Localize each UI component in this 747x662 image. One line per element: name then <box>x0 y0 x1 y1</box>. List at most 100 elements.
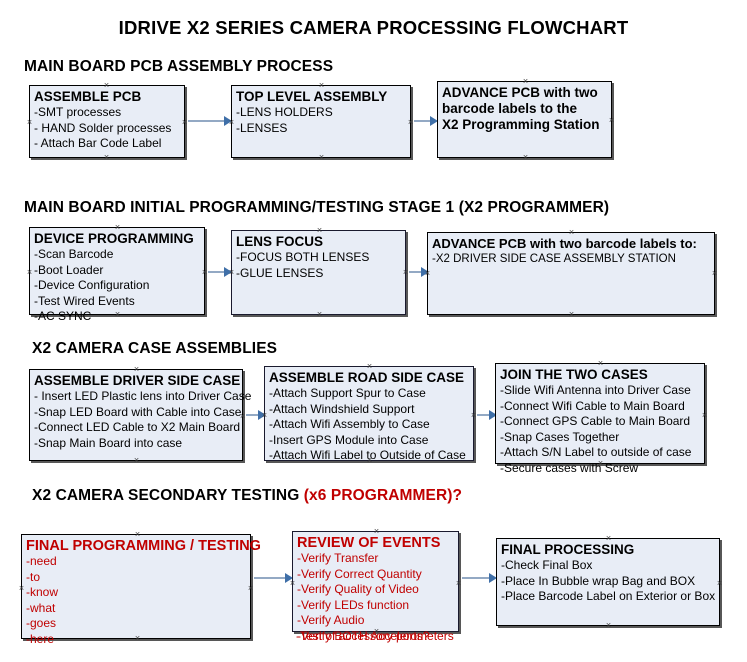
connector-line <box>462 577 495 579</box>
resize-handle-top[interactable] <box>316 227 323 234</box>
node-title: ADVANCE PCB with two <box>442 85 598 100</box>
node-title: JOIN THE TWO CASES <box>500 367 648 382</box>
node-line: -Attach Windshield Support <box>269 401 415 416</box>
node-line: -Verify LEDs function <box>297 597 410 612</box>
node-line: -GLUE LENSES <box>236 265 324 280</box>
node-line: -LENS HOLDERS <box>236 105 333 119</box>
node-line: -know <box>26 585 59 599</box>
resize-handle-left[interactable] <box>26 119 33 126</box>
resize-handle-top[interactable] <box>568 229 575 236</box>
node-assemble-pcb[interactable]: ASSEMBLE PCB -SMT processes - HAND Solde… <box>29 85 185 158</box>
resize-handle-bottom[interactable] <box>133 457 140 464</box>
node-advance-pcb-programming-station[interactable]: ADVANCE PCB with two barcode labels to t… <box>437 81 612 158</box>
resize-handle-left[interactable] <box>228 119 235 126</box>
resize-handle-top[interactable] <box>133 366 140 373</box>
node-line: -SMT processes <box>34 105 122 119</box>
connector-line <box>409 271 427 273</box>
node-line-overflow: -Test of accessory ports? <box>296 629 430 643</box>
resize-handle-right[interactable] <box>407 119 414 126</box>
section-heading-x2-camera-secondary-testing: X2 CAMERA SECONDARY TESTING (x6 PROGRAMM… <box>32 487 462 505</box>
resize-handle-left[interactable] <box>424 270 431 277</box>
node-join-the-two-cases[interactable]: JOIN THE TWO CASES -Slide Wifi Antenna i… <box>495 360 708 475</box>
resize-handle-right[interactable] <box>716 580 723 587</box>
node-title: FINAL PROCESSING <box>501 542 635 557</box>
connector-arrow-icon <box>489 410 497 420</box>
node-final-programming-testing[interactable]: FINAL PROGRAMMING / TESTING -need -to -k… <box>18 531 261 646</box>
node-title: ASSEMBLE DRIVER SIDE CASE <box>34 373 241 388</box>
resize-handle-top[interactable] <box>103 82 110 89</box>
resize-handle-right[interactable] <box>470 412 477 419</box>
resize-handle-left[interactable] <box>261 412 268 419</box>
node-line: -to <box>26 569 41 584</box>
resize-handle-right[interactable] <box>711 270 718 277</box>
node-line: -Verify Quality of Video <box>297 582 419 596</box>
resize-handle-bottom[interactable] <box>366 457 373 464</box>
resize-handle-bottom[interactable] <box>134 635 141 642</box>
connector-line <box>246 414 264 416</box>
resize-handle-bottom[interactable] <box>103 154 110 161</box>
resize-handle-right[interactable] <box>181 119 188 126</box>
node-review-of-events[interactable]: REVIEW OF EVENTS -Verify Transfer -Verif… <box>289 528 462 643</box>
node-title: ASSEMBLE PCB <box>34 89 142 104</box>
resize-handle-left[interactable] <box>289 580 296 587</box>
node-line: -Attach Wifi Assembly to Case <box>269 417 430 431</box>
node-line: -Connect LED Cable to X2 Main Board <box>34 420 241 434</box>
node-assemble-driver-side-case[interactable]: ASSEMBLE DRIVER SIDE CASE - Insert LED P… <box>29 366 251 464</box>
section-heading-accent: (x6 PROGRAMMER)? <box>303 487 463 504</box>
node-line: -Snap Main Board into case <box>34 435 183 450</box>
node-line: -Slide Wifi Antenna into Driver Case <box>500 383 691 397</box>
node-title: REVIEW OF EVENTS <box>297 535 441 551</box>
node-line: -Boot Loader <box>34 262 104 277</box>
node-line: -Test Wired Events <box>34 293 135 308</box>
resize-handle-right[interactable] <box>701 412 708 419</box>
node-title: LENS FOCUS <box>236 234 324 249</box>
resize-handle-bottom[interactable] <box>318 154 325 161</box>
resize-handle-top[interactable] <box>605 535 612 542</box>
resize-handle-top[interactable] <box>114 224 121 231</box>
node-top-level-assembly[interactable]: TOP LEVEL ASSEMBLY -LENS HOLDERS -LENSES <box>231 85 411 158</box>
node-title: ADVANCE PCB with two barcode labels to: <box>432 236 697 251</box>
resize-handle-bottom[interactable] <box>316 311 323 318</box>
node-line: -Scan Barcode <box>34 247 114 261</box>
connector-line <box>208 271 232 273</box>
resize-handle-bottom[interactable] <box>568 311 575 318</box>
node-line: - HAND Solder processes <box>34 120 172 135</box>
resize-handle-right[interactable] <box>247 585 254 592</box>
resize-handle-top[interactable] <box>134 531 141 538</box>
node-device-programming[interactable]: DEVICE PROGRAMMING -Scan Barcode -Boot L… <box>26 224 208 323</box>
node-line: -AC SYNC <box>34 309 92 323</box>
section-heading-x2-camera-case-assemblies: X2 CAMERA CASE ASSEMBLIES <box>32 340 278 357</box>
node-line: - Attach Bar Code Label <box>34 136 162 150</box>
resize-handle-top[interactable] <box>366 363 373 370</box>
resize-handle-bottom[interactable] <box>605 622 612 629</box>
node-line: -LENSES <box>236 120 288 135</box>
resize-handle-left[interactable] <box>228 269 235 276</box>
resize-handle-bottom[interactable] <box>522 154 529 161</box>
resize-handle-top[interactable] <box>597 360 604 367</box>
node-line: -Connect Wifi Cable to Main Board <box>500 398 685 413</box>
node-line: -Device Configuration <box>34 278 150 292</box>
node-line: -what <box>26 600 56 615</box>
resize-handle-top[interactable] <box>522 78 529 85</box>
node-lens-focus[interactable]: LENS FOCUS -FOCUS BOTH LENSES -GLUE LENS… <box>231 230 406 315</box>
resize-handle-right[interactable] <box>239 413 246 420</box>
resize-handle-bottom[interactable] <box>597 460 604 467</box>
resize-handle-left[interactable] <box>26 269 33 276</box>
resize-handle-top[interactable] <box>318 82 325 89</box>
resize-handle-right[interactable] <box>455 580 462 587</box>
resize-handle-right[interactable] <box>608 117 615 124</box>
connector-line <box>188 120 230 122</box>
resize-handle-bottom[interactable] <box>114 311 121 318</box>
node-final-processing[interactable]: FINAL PROCESSING -Check Final Box -Place… <box>496 538 720 626</box>
resize-handle-left[interactable] <box>18 585 25 592</box>
resize-handle-right[interactable] <box>402 269 409 276</box>
resize-handle-top[interactable] <box>373 528 380 535</box>
node-advance-pcb-driver-side-case[interactable]: ADVANCE PCB with two barcode labels to: … <box>427 232 715 315</box>
node-title: ASSEMBLE ROAD SIDE CASE <box>269 370 465 385</box>
resize-handle-right[interactable] <box>201 269 208 276</box>
connector-arrow-icon <box>489 573 497 583</box>
section-heading-text: X2 CAMERA SECONDARY TESTING <box>32 487 304 504</box>
node-line: -Attach S/N Label to outside of case <box>500 445 692 459</box>
node-assemble-road-side-case[interactable]: ASSEMBLE ROAD SIDE CASE -Attach Support … <box>261 363 477 464</box>
